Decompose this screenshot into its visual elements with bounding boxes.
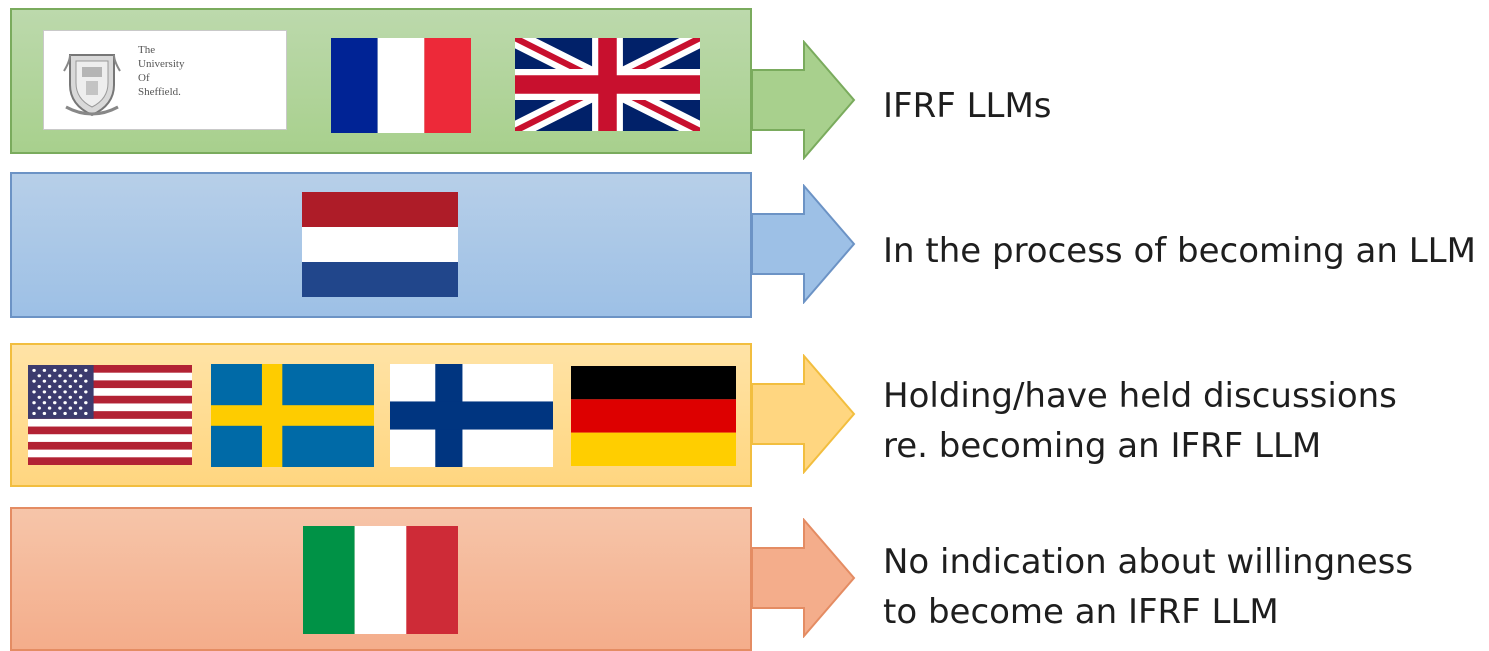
flag-germany — [571, 366, 736, 466]
logo-line: Sheffield. — [138, 86, 181, 98]
row-label-process: In the process of becoming an LLM — [883, 226, 1476, 276]
row-label-line: Holding/have held discussions — [883, 376, 1397, 416]
university-of-sheffield-logo: The University Of Sheffield. — [43, 30, 287, 130]
row-label-no-indication: No indication about willingness to becom… — [883, 537, 1413, 637]
flag-france — [331, 38, 471, 133]
flag-finland — [390, 364, 553, 467]
flag-united-states — [28, 365, 192, 465]
logo-wordmark: The University Of Sheffield. — [138, 43, 184, 99]
row-label-ifrf-llms: IFRF LLMs — [883, 81, 1052, 131]
row-label-discussions: Holding/have held discussions re. becomi… — [883, 371, 1397, 471]
row-label-line: to become an IFRF LLM — [883, 592, 1279, 632]
flag-netherlands — [302, 192, 458, 297]
flag-sweden — [211, 364, 374, 467]
crest-icon — [63, 54, 121, 117]
row-label-line: In the process of becoming an LLM — [883, 231, 1476, 271]
arrow-right-icon — [752, 184, 856, 304]
arrow-right-icon — [752, 354, 856, 474]
flag-italy — [303, 526, 458, 634]
arrow-right-icon — [752, 40, 856, 160]
logo-line: The — [138, 44, 156, 56]
row-label-line: re. becoming an IFRF LLM — [883, 426, 1322, 466]
row-label-line: IFRF LLMs — [883, 86, 1052, 126]
row-label-line: No indication about willingness — [883, 542, 1414, 582]
logo-line: University — [138, 58, 185, 70]
arrow-right-icon — [752, 518, 856, 638]
flag-united-kingdom — [515, 38, 700, 131]
logo-line: Of — [138, 72, 150, 84]
